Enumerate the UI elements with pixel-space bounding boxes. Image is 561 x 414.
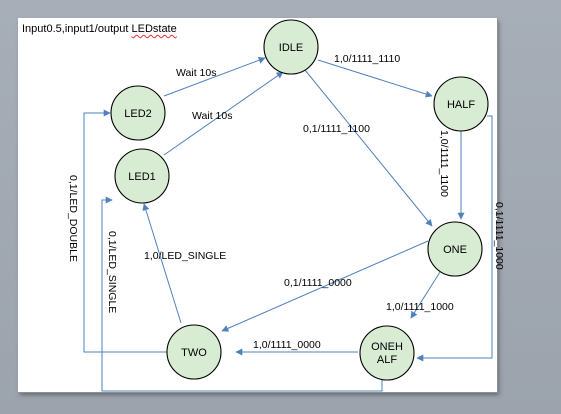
state-one-label: ONE xyxy=(443,244,467,256)
header-prefix: Input0.5,input1/output xyxy=(22,23,132,35)
state-one xyxy=(427,221,483,277)
edge-label-two-led2: 0,1/LED_DOUBLE xyxy=(67,175,79,262)
state-onehalf-label-line2: ALF xyxy=(377,354,397,366)
edge-label-idle-one: 0,1/1111_1100 xyxy=(303,123,370,135)
state-led2-label: LED2 xyxy=(124,108,152,120)
edge-label-onehalf-two: 1,0/1111_0000 xyxy=(253,339,321,351)
state-led2 xyxy=(110,85,166,141)
edge-half-onehalf xyxy=(416,115,493,362)
edge-label-half-onehalf: 0,1/1111_1000 xyxy=(493,202,505,270)
state-idle-label: IDLE xyxy=(279,42,303,54)
state-half xyxy=(433,76,489,132)
state-led1-label: LED1 xyxy=(128,171,156,183)
edge-one-onehalf xyxy=(410,271,441,319)
edge-label-led1-idle: Wait 10s xyxy=(192,110,232,122)
state-onehalf-label-line1: ONEH xyxy=(371,341,403,353)
edge-label-onehalf-led1: 0,1/LED_SINGLE xyxy=(106,231,118,313)
edge-idle-half xyxy=(317,59,433,98)
edge-led1-idle xyxy=(163,71,284,156)
slide-page xyxy=(18,18,497,392)
edge-label-one-two: 0,1/1111_0000 xyxy=(284,277,352,289)
edge-label-two-led1: 1,0/LED_SINGLE xyxy=(144,250,226,262)
state-led1 xyxy=(114,148,170,204)
edge-two-led2 xyxy=(83,109,167,353)
edge-label-one-onehalf: 1,0/1111_1000 xyxy=(386,301,454,313)
edge-idle-one xyxy=(304,69,433,227)
header-misspelled-word: LEDstate xyxy=(131,23,177,35)
state-onehalf xyxy=(359,325,415,381)
edge-onehalf-led1 xyxy=(101,196,383,392)
edge-two-led1 xyxy=(142,203,182,324)
diagram-header: Input0.5,input1/output LEDstate xyxy=(22,23,177,35)
state-two xyxy=(166,324,222,380)
edge-led2-idle xyxy=(163,56,266,97)
state-half-label: HALF xyxy=(447,99,475,111)
edge-one-two xyxy=(221,240,429,332)
edge-label-idle-half: 1,0/1111_1110 xyxy=(334,53,400,65)
edge-label-led2-idle: Wait 10s xyxy=(176,67,216,79)
state-idle xyxy=(263,19,319,75)
edge-label-half-one: 1,0/1111_1100 xyxy=(438,130,450,197)
state-two-label: TWO xyxy=(181,347,207,359)
